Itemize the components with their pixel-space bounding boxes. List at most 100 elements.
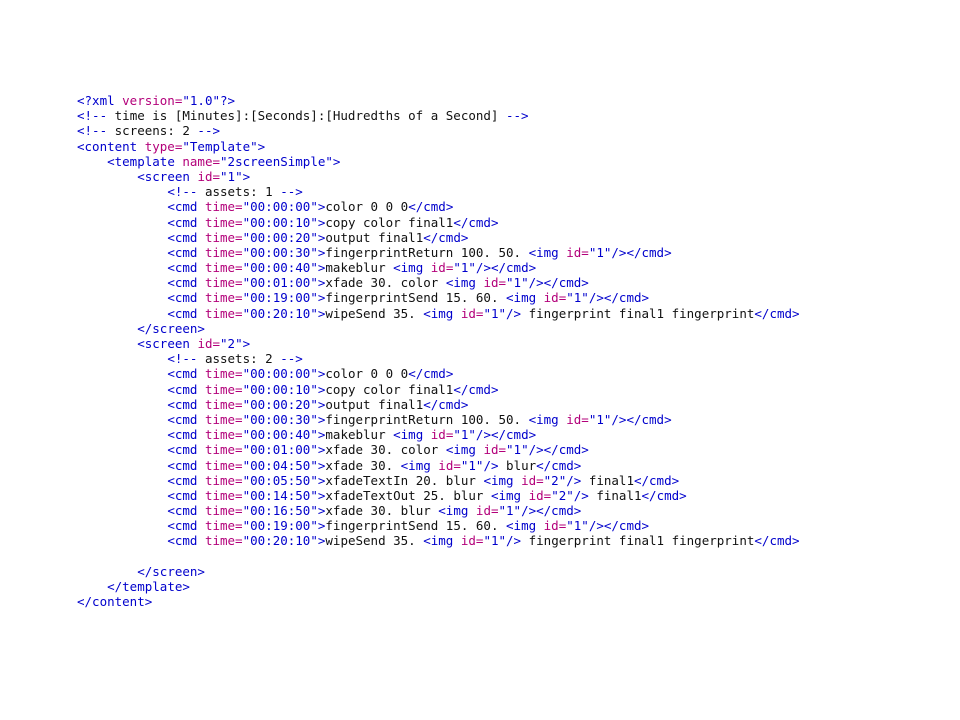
- code-token-attr: type=: [144, 138, 183, 154]
- code-token-tag: >: [242, 168, 251, 184]
- code-token-text: xfade 30.: [325, 457, 401, 473]
- code-token-val: "00:00:20": [242, 229, 318, 245]
- code-token-text: [77, 442, 167, 457]
- code-token-tag: <img: [423, 533, 461, 549]
- code-token-val: "2screenSimple": [220, 153, 333, 169]
- code-token-attr: id=: [566, 244, 589, 260]
- code-token-attr: time=: [204, 396, 243, 412]
- code-line: <cmd time="00:05:50">xfadeTextIn 20. blu…: [77, 473, 800, 488]
- code-token-attr: id=: [566, 411, 589, 427]
- code-token-attr: id=: [483, 275, 507, 291]
- code-token-tag: >: [317, 533, 326, 549]
- code-token-text: [77, 230, 167, 245]
- code-token-text: color 0 0 0: [325, 366, 409, 382]
- code-token-tag: <img: [438, 503, 476, 519]
- code-token-tag: /></cmd>: [528, 442, 589, 458]
- code-token-tag: ?>: [220, 93, 236, 108]
- code-token-attr: time=: [204, 275, 243, 291]
- code-token-tag: />: [566, 472, 582, 488]
- code-token-tag: >: [317, 411, 326, 427]
- code-token-val: "00:20:10": [242, 533, 318, 549]
- code-token-text: final1: [588, 487, 642, 503]
- code-token-tag: >: [317, 305, 326, 321]
- code-token-tag: <cmd: [167, 457, 205, 473]
- code-token-text: [77, 184, 167, 199]
- code-token-tag: <cmd: [167, 487, 205, 503]
- code-token-val: "1": [588, 244, 612, 260]
- code-token-tag: >: [317, 396, 326, 412]
- code-token-text: final1: [581, 472, 634, 488]
- code-token-text: [77, 321, 137, 336]
- xml-code-listing: <?xml version="1.0"?><!-- time is [Minut…: [77, 93, 800, 609]
- code-token-val: "00:00:00": [242, 199, 318, 215]
- code-token-text: [77, 503, 167, 518]
- code-token-tag: >: [317, 381, 326, 397]
- code-token-text: time is [Minutes]:[Seconds]:[Hudredths o…: [114, 108, 499, 124]
- code-token-text: xfade 30. color: [325, 275, 446, 291]
- code-token-val: "00:00:10": [242, 214, 318, 230]
- code-token-text: [77, 579, 107, 594]
- code-token-text: fingerprintReturn 100. 50.: [325, 244, 529, 260]
- code-token-text: screens: 2: [114, 123, 190, 139]
- code-line: <content type="Template">: [77, 139, 800, 154]
- code-token-attr: id=: [430, 260, 454, 276]
- code-token-tag: <screen: [137, 336, 198, 351]
- code-token-attr: name=: [182, 153, 221, 169]
- code-token-text: [77, 518, 167, 533]
- code-token-text: [77, 564, 137, 579]
- code-token-tag: </screen>: [137, 563, 205, 579]
- code-token-attr: id=: [197, 168, 221, 184]
- code-token-tag: <img: [506, 518, 544, 534]
- code-token-val: "00:00:00": [242, 366, 318, 382]
- code-token-tag: >: [317, 290, 326, 306]
- code-token-tag: <img: [400, 457, 439, 473]
- code-token-tag: <content: [77, 138, 145, 154]
- code-token-tag: /></cmd>: [611, 411, 672, 427]
- code-token-text: xfadeTextOut 25. blur: [325, 487, 491, 503]
- code-token-tag: <cmd: [167, 396, 205, 412]
- code-token-tag: <!--: [77, 123, 115, 139]
- code-token-val: "1": [498, 503, 522, 519]
- code-token-tag: >: [317, 457, 326, 473]
- code-token-text: [77, 245, 167, 260]
- code-token-tag: </template>: [107, 579, 190, 594]
- code-token-text: [77, 154, 107, 169]
- code-token-val: "00:14:50": [242, 487, 318, 503]
- code-token-tag: <img: [528, 244, 567, 260]
- code-token-text: assets: 1: [204, 184, 273, 200]
- code-token-tag: >: [317, 366, 326, 382]
- code-line: <cmd time="00:00:40">makeblur <img id="1…: [77, 427, 800, 442]
- code-token-text: copy color final1: [325, 381, 454, 397]
- code-token-tag: <img: [528, 411, 567, 427]
- code-token-tag: >: [317, 472, 326, 488]
- code-token-tag: /></cmd>: [521, 503, 582, 519]
- code-token-val: "1": [453, 260, 476, 276]
- code-token-tag: </cmd>: [408, 366, 454, 382]
- code-token-text: makeblur: [325, 260, 394, 276]
- code-token-attr: time=: [204, 260, 243, 276]
- code-token-val: "00:00:40": [242, 260, 318, 276]
- code-token-tag: <cmd: [167, 305, 205, 321]
- code-token-text: fingerprint final1 fingerprint: [521, 533, 755, 549]
- code-token-text: xfadeTextIn 20. blur: [325, 472, 484, 488]
- code-token-text: makeblur: [325, 427, 394, 443]
- code-token-text: [77, 366, 167, 381]
- code-token-text: [77, 458, 167, 473]
- code-token-tag: /></cmd>: [588, 518, 650, 534]
- code-line: <cmd time="00:00:30">fingerprintReturn 1…: [77, 412, 800, 427]
- code-token-attr: time=: [204, 290, 243, 306]
- code-token-attr: id=: [475, 503, 499, 519]
- code-line: <!-- time is [Minutes]:[Seconds]:[Hudred…: [77, 108, 800, 123]
- code-token-text: assets: 2: [204, 351, 273, 367]
- code-token-attr: time=: [204, 503, 243, 519]
- code-token-tag: <cmd: [167, 503, 205, 519]
- code-token-tag: <cmd: [167, 260, 205, 276]
- code-token-text: xfade 30. blur: [325, 503, 439, 519]
- code-token-val: "00:19:00": [242, 290, 318, 306]
- code-token-text: [77, 169, 137, 184]
- code-token-val: "00:05:50": [242, 472, 318, 488]
- code-token-tag: >: [257, 138, 266, 154]
- code-token-tag: </cmd>: [754, 533, 800, 549]
- code-line: <cmd time="00:00:20">output final1</cmd>: [77, 397, 800, 412]
